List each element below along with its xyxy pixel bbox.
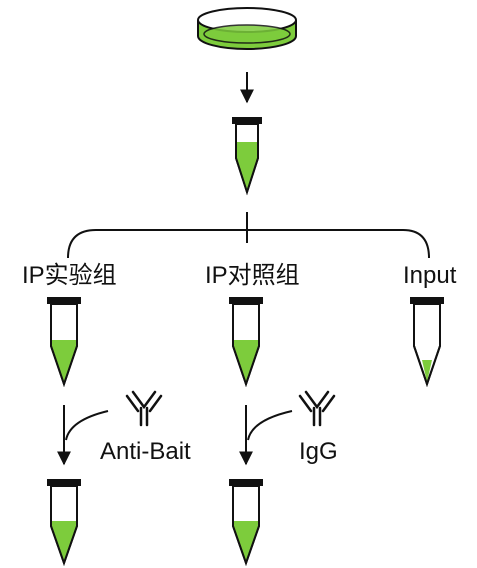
- label-anti-bait: Anti-Bait: [100, 438, 191, 465]
- tube-ip-experimental-result-icon: [47, 479, 81, 567]
- arrow-add-igg: [239, 405, 293, 466]
- label-ip-control: IP对照组: [205, 262, 300, 289]
- label-input: Input: [403, 262, 457, 289]
- tube-input-icon: [410, 297, 444, 388]
- arrow-add-anti-bait: [57, 405, 109, 466]
- label-igg: IgG: [299, 438, 338, 465]
- tube-ip-control-result-icon: [229, 479, 263, 567]
- antibody-anti-bait-icon: [125, 390, 163, 427]
- petri-dish-icon: [197, 7, 297, 50]
- branch-connector: [67, 212, 430, 259]
- tube-lysate-icon: [232, 117, 262, 196]
- tube-ip-control-icon: [229, 297, 263, 388]
- tube-ip-experimental-icon: [47, 297, 81, 388]
- antibody-igg-icon: [298, 390, 336, 427]
- label-ip-experimental: IP实验组: [22, 262, 117, 289]
